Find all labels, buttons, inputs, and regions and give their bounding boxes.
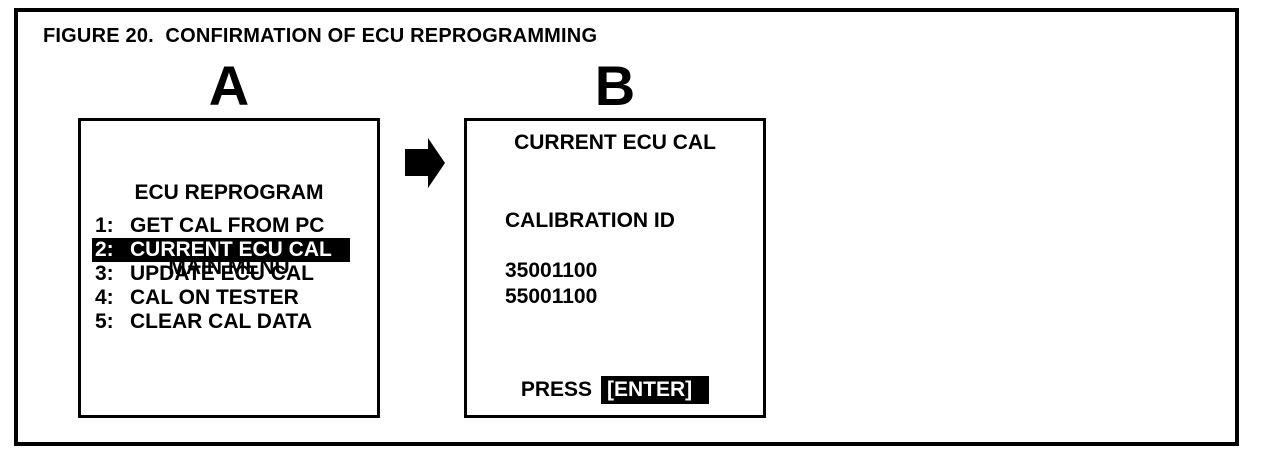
right-arrow-stem — [405, 149, 428, 176]
menu-item-number: 3: — [95, 262, 114, 285]
menu-item-number: 5: — [95, 310, 114, 333]
calibration-id-values: 35001100 55001100 — [505, 258, 597, 310]
panel-a-label: A — [208, 54, 250, 117]
screen-a-ecu-reprogram-main-menu: ECU REPROGRAM MAIN MENU 1:GET CAL FROM P… — [78, 118, 380, 418]
press-enter-prompt: PRESS [ENTER] — [467, 376, 763, 404]
enter-key-highlight: [ENTER] — [601, 376, 710, 404]
menu-item-current-ecu-cal-selected: 2: CURRENT ECU CAL — [92, 238, 350, 262]
menu-list: 1: GET CAL FROM PC 2: CURRENT ECU CAL 3: UP… — [92, 214, 350, 334]
menu-item-label: CAL ON TESTER — [130, 286, 299, 309]
calibration-id-value: 35001100 — [505, 259, 598, 282]
menu-item-update-ecu-cal: 3: UPDATE ECU CAL — [92, 262, 350, 286]
right-arrow-head — [428, 138, 445, 188]
calibration-id-value: 55001100 — [505, 285, 598, 308]
screen-b-current-ecu-cal: CURRENT ECU CAL CALIBRATION ID 35001100 … — [464, 118, 766, 418]
menu-item-clear-cal-data: 5: CLEAR CAL DATA — [92, 310, 350, 334]
screen-b-title: CURRENT ECU CAL — [514, 131, 716, 154]
calibration-id-label: CALIBRATION ID — [505, 209, 675, 232]
menu-item-label: UPDATE ECU CAL — [130, 262, 314, 285]
menu-item-label: CLEAR CAL DATA — [130, 310, 312, 333]
screen-a-title-line1: ECU REPROGRAM — [134, 181, 324, 204]
figure-title: FIGURE 20. CONFIRMATION OF ECU REPROGRAM… — [43, 25, 598, 47]
menu-item-number: 2: — [95, 238, 114, 261]
press-label: PRESS — [520, 378, 593, 401]
menu-item-cal-on-tester: 4: CAL ON TESTER — [92, 286, 350, 310]
menu-item-get-cal-from-pc: 1: GET CAL FROM PC — [92, 214, 350, 238]
menu-item-number: 4: — [95, 286, 114, 309]
menu-item-number: 1: — [95, 214, 114, 237]
menu-item-label: GET CAL FROM PC — [130, 214, 325, 237]
menu-item-label: CURRENT ECU CAL — [130, 238, 332, 261]
panel-b-label: B — [594, 54, 636, 117]
